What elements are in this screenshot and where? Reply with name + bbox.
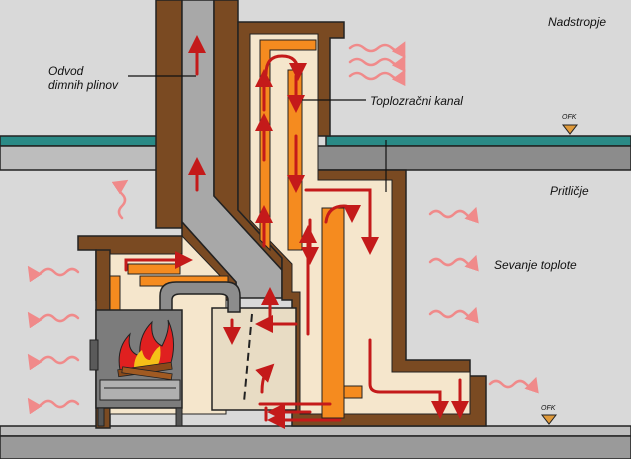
floor-marker-lower-icon: [540, 414, 558, 425]
stove-leg: [175, 407, 183, 427]
flue-label-line2: dimnih plinov: [48, 78, 119, 92]
upper-floor-slab: [0, 135, 631, 171]
ground-floor-slab: [0, 425, 631, 459]
flue-connector: [159, 281, 241, 313]
warm-air-chamber: [249, 33, 471, 415]
heat-waves: [27, 41, 539, 415]
ground-floor-label: Pritličje: [550, 184, 589, 198]
heat-box-divider: [243, 313, 253, 403]
floor-marker-lower-label: OFK: [541, 405, 556, 412]
orange-fins: [109, 39, 363, 419]
flue-label-line1: Odvod: [48, 64, 84, 78]
floor-marker-upper-label: OFK: [562, 114, 577, 121]
chimney-wall-left: [155, 0, 183, 229]
stove-leg: [97, 407, 105, 427]
leader-lines: [128, 75, 387, 192]
warm-air-channel-label: Toplozračni kanal: [370, 94, 463, 108]
upper-floor-label: Nadstropje: [548, 15, 607, 29]
heat-radiation-label: Sevanje toplote: [494, 258, 577, 272]
flow-arrows: [124, 35, 469, 429]
floor-marker-upper-icon: [561, 124, 579, 135]
fire-icon: [117, 319, 174, 381]
